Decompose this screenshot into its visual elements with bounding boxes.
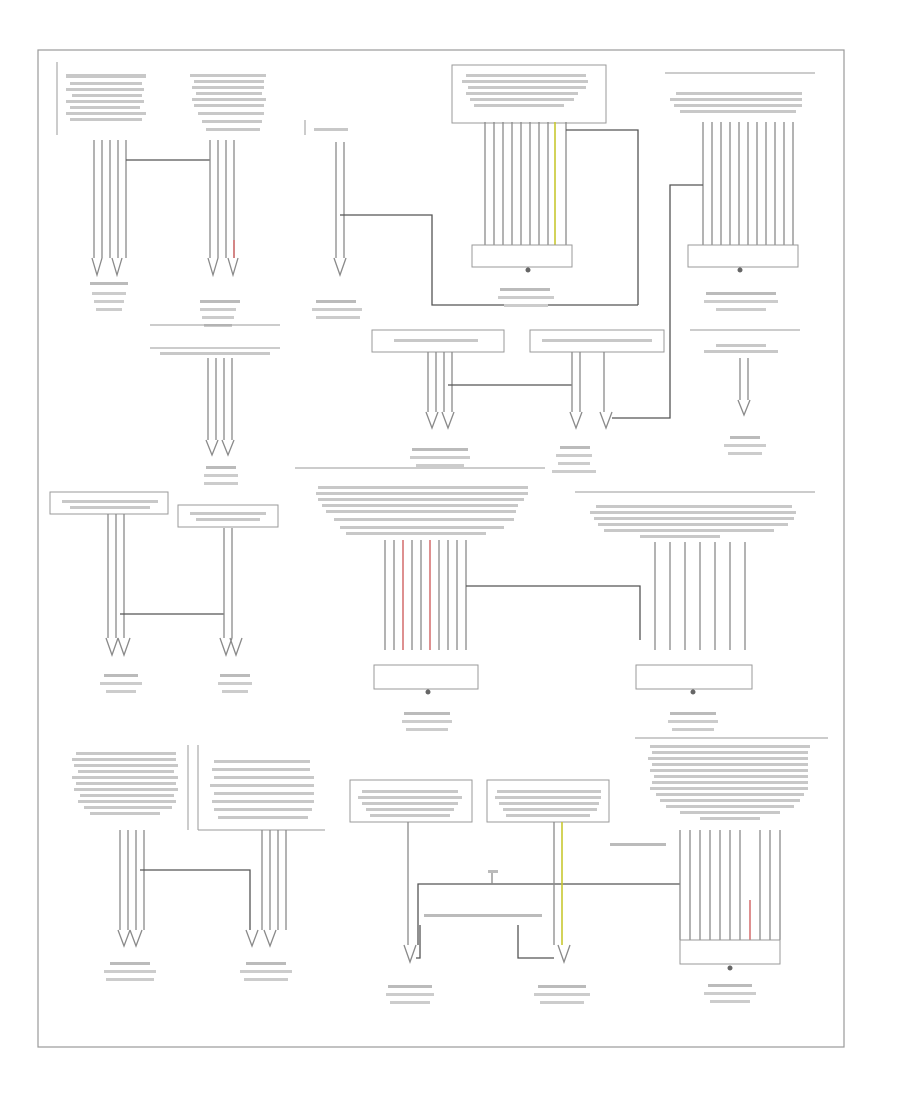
group-j: [177, 504, 279, 693]
group-p: [486, 779, 610, 1004]
splice-box: [416, 914, 554, 959]
connector-a-left: [90, 257, 128, 311]
group-a-left: [56, 62, 210, 311]
group-c: [451, 64, 639, 307]
group-f: [371, 329, 572, 467]
diagram-frame: [37, 49, 845, 1048]
group-b: [304, 120, 638, 319]
group-h: [690, 329, 800, 455]
group-q: [610, 745, 810, 1003]
group-a-right: [190, 74, 266, 327]
group-d: [612, 72, 815, 419]
group-k: [316, 486, 641, 731]
group-m: [72, 745, 251, 981]
group-n: [197, 745, 325, 981]
group-i: [49, 491, 224, 693]
group-o: [349, 779, 680, 1004]
group-g: [529, 329, 665, 473]
group-e: [150, 347, 280, 485]
group-l: [590, 505, 796, 731]
